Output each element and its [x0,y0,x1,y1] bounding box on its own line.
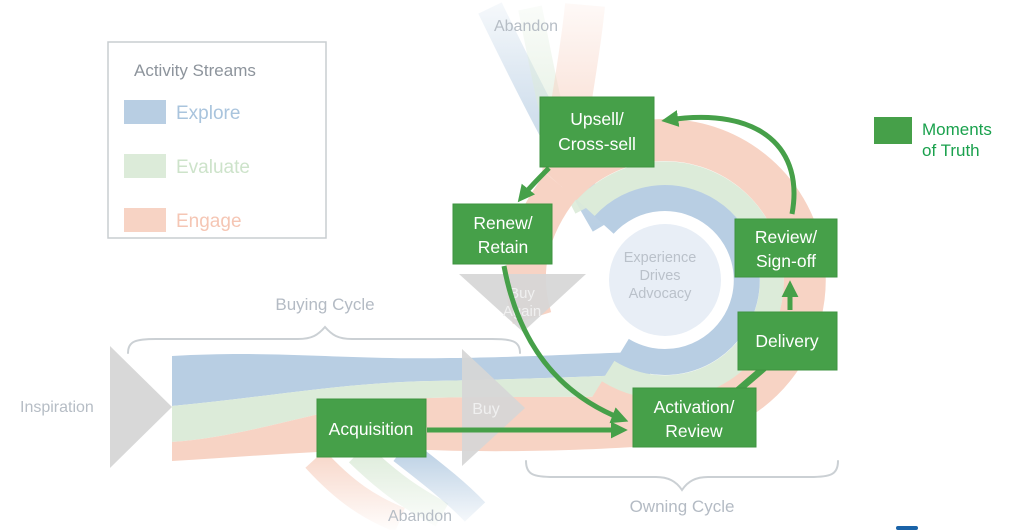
explore-label: Explore [176,103,240,124]
node-activation-box [632,387,757,448]
node-activation-line2: Review [665,421,723,441]
node-acquisition-line1: Acquisition [329,419,414,439]
node-renew-line2: Retain [478,237,529,257]
logo-fragment [896,526,918,530]
owning-cycle-brace [525,460,839,492]
inspiration-label: Inspiration [20,399,94,416]
arrow-renew-to-activation [501,265,629,424]
stream-evaluate-bottom-exit [348,443,449,527]
moments-label-line2: of Truth [922,141,980,160]
center-text-line3: Advocacy [629,286,693,302]
evaluate-swatch [124,154,166,178]
stream-explore-horizontal [172,352,650,406]
node-upsell-cross-sell: Upsell/ Cross-sell [539,96,655,168]
buy-again-label-line2: Again [503,303,541,320]
explore-swatch [124,100,166,124]
engage-swatch [124,208,166,232]
center-circle [609,224,721,336]
abandon-bottom-label: Abandon [388,508,452,525]
node-upsell-box [539,96,655,168]
node-review-box [734,218,838,278]
node-renew-line1: Renew/ [473,213,532,233]
node-acquisition-box [316,398,427,458]
node-delivery-box [737,311,838,371]
node-review-sign-off: Review/ Sign-off [734,218,838,278]
node-activation-line1: Activation/ [654,397,735,417]
arrow-upsell-to-renew [517,166,551,203]
center-text-line2: Drives [639,268,680,284]
legend-box [107,41,327,239]
center-text-line1: Experience [624,250,697,266]
node-delivery-line1: Delivery [755,331,818,351]
buy-again-label-line1: Buy [509,285,535,302]
buy-label: Buy [472,401,500,418]
buying-cycle-label: Buying Cycle [275,295,374,314]
stream-explore-bottom-exit [393,438,486,522]
buy-again-arrow [459,274,586,332]
node-upsell-line1: Upsell/ [570,109,624,129]
arrow-review-to-upsell [661,110,797,215]
node-activation-review: Activation/ Review [632,387,757,448]
moments-swatch [874,117,912,144]
node-renew-box [452,203,553,265]
node-renew-retain: Renew/ Retain [452,203,553,265]
stream-engage-bottom-exit [305,450,405,530]
moments-of-truth-legend: Moments of Truth [874,117,992,160]
inspiration-arrow [110,346,172,468]
activity-streams-legend: Activity Streams Explore Evaluate Engage [107,41,327,239]
stream-evaluate-horizontal [172,374,650,442]
node-acquisition: Acquisition [316,398,427,458]
node-review-line1: Review/ [755,227,817,247]
owning-cycle-label: Owning Cycle [630,497,735,516]
buying-cycle-brace [127,325,521,354]
legend-title: Activity Streams [134,61,256,80]
buy-arrow [462,349,525,466]
node-delivery: Delivery [737,311,838,371]
abandon-top-label: Abandon [494,18,558,35]
engage-label: Engage [176,211,242,232]
moments-label-line1: Moments [922,120,992,139]
evaluate-label: Evaluate [176,157,250,178]
node-upsell-line2: Cross-sell [558,134,636,154]
node-review-line2: Sign-off [756,251,816,271]
